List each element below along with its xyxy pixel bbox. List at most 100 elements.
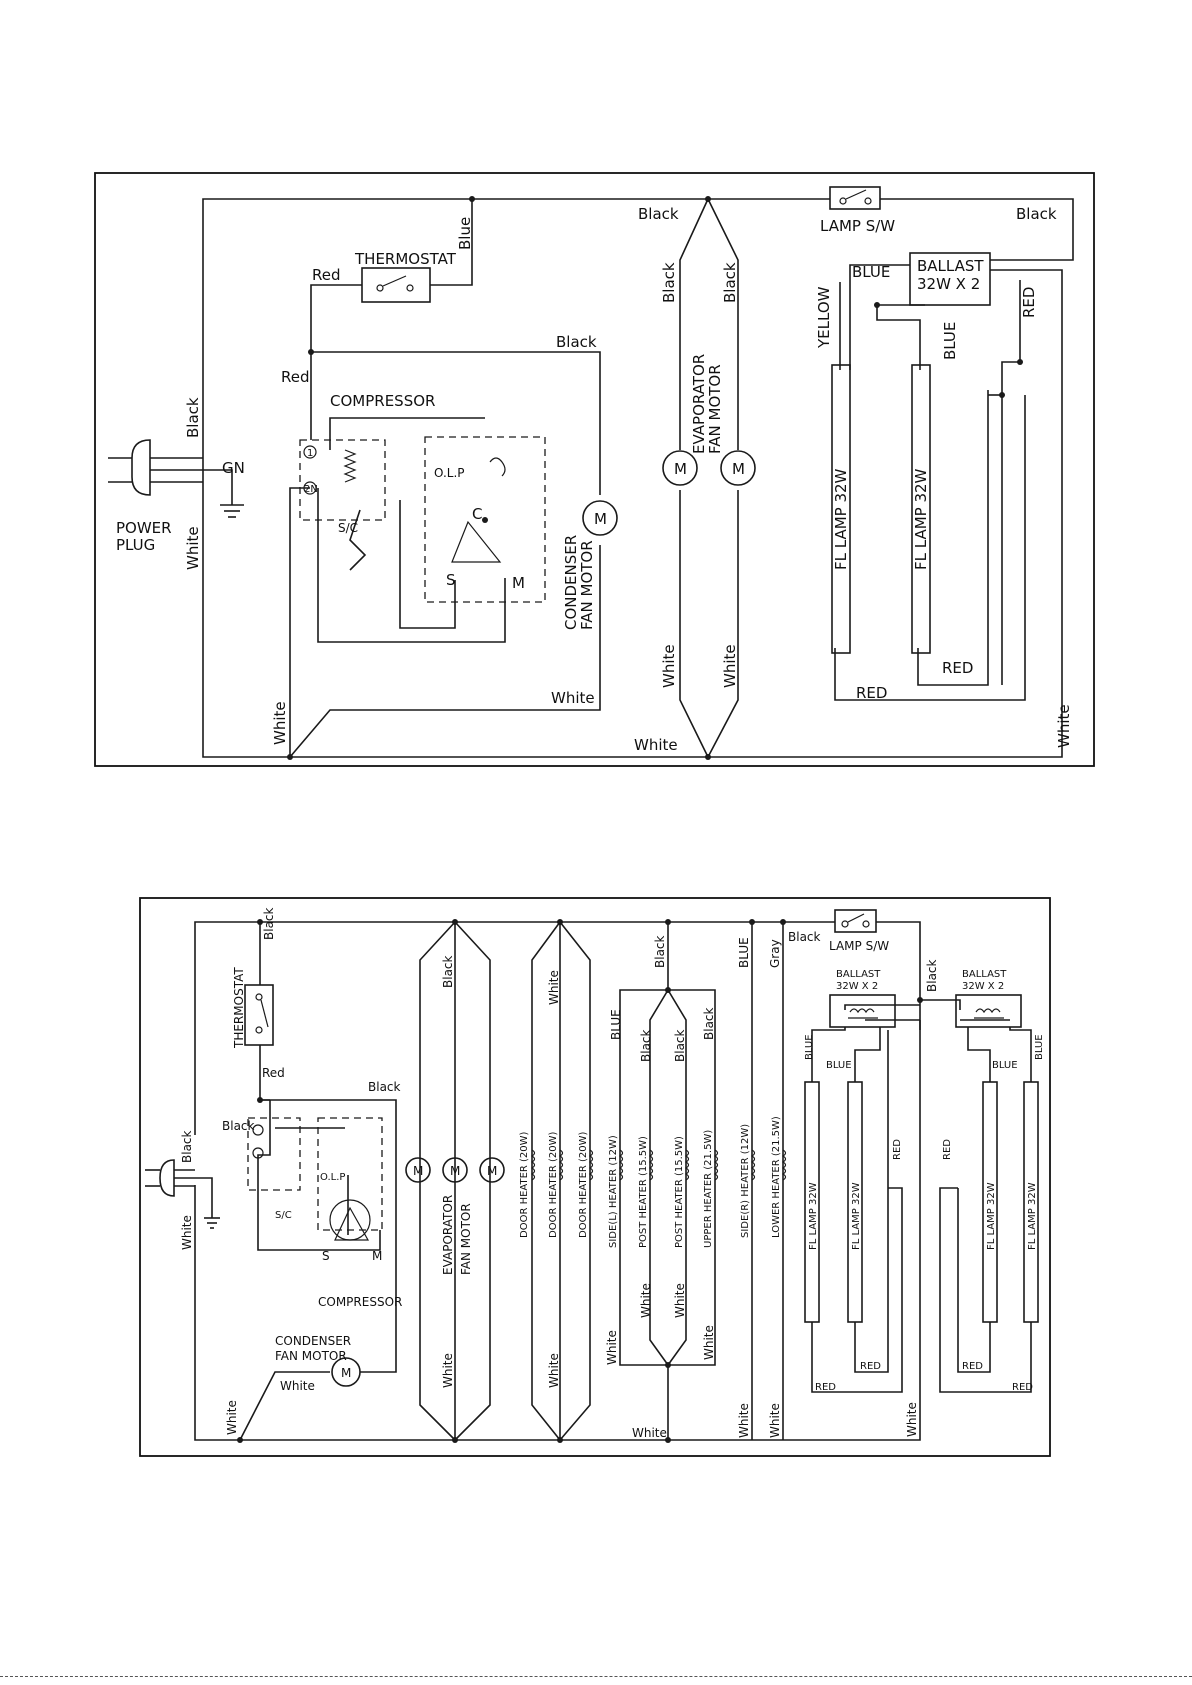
label-sc: S/C [275, 1210, 292, 1221]
ballast-2-left [829, 994, 896, 1028]
label-term-m: M [512, 574, 525, 592]
label-term-s: S [322, 1249, 330, 1263]
label-evap-motor-m-b: M [732, 460, 745, 478]
evaporator-fan-motor-1b [720, 450, 756, 486]
label-door-heater-3: DOOR HEATER (20W) [578, 1131, 589, 1238]
label-black-post-r: Black [673, 1029, 687, 1062]
label-blue-4: BLUE [1034, 1034, 1045, 1060]
ptc-box-2 [247, 1117, 301, 1191]
label-blue-3: BLUE [992, 1060, 1018, 1071]
label-red-4: RED [815, 1382, 836, 1393]
label-white-post-r: White [673, 1283, 687, 1318]
label-post-heater-2: POST HEATER (15.5W) [674, 1136, 685, 1248]
label-condenser-fan-motor-line2: FAN MOTOR [275, 1349, 347, 1363]
diagram-1-labels: Black LAMP S/W Black THERMOSTAT Red Blue… [116, 205, 1073, 754]
label-thermostat: THERMOSTAT [354, 250, 457, 268]
label-red-5: RED [962, 1361, 983, 1372]
fl-lamp-tubes-2 [804, 1027, 1039, 1393]
label-sc: S/C [338, 521, 358, 535]
label-black-lamp: Black [788, 930, 821, 944]
heater-coils [530, 1149, 787, 1181]
label-compressor: COMPRESSOR [330, 392, 435, 410]
label-white-cord: White [180, 1215, 194, 1250]
compressor-2 [247, 1117, 383, 1241]
label-red-outer: RED [856, 684, 887, 702]
label-fl-lamp-1: FL LAMP 32W [832, 468, 850, 570]
ballasts-2 [829, 994, 1022, 1028]
label-fl-lamp-1: FL LAMP 32W [808, 1182, 819, 1250]
label-red-1: RED [892, 1139, 903, 1160]
diagram-2-frame [139, 897, 1051, 1457]
label-red-ballast: RED [1020, 287, 1038, 318]
label-black-top-center: Black [653, 935, 667, 968]
label-white-upper: White [702, 1325, 716, 1360]
label-white-side-l: White [605, 1330, 619, 1365]
label-evap-black: Black [441, 955, 455, 988]
label-evap-m-c: M [487, 1164, 497, 1178]
label-thermostat: THERMOSTAT [232, 967, 246, 1049]
diagram-2: Black THERMOSTAT Red Black Black Black W… [139, 897, 1051, 1457]
label-ballast-line2: 32W X 2 [917, 275, 980, 293]
label-white-right: White [1055, 704, 1073, 748]
label-evap-white: White [441, 1353, 455, 1388]
label-post-heater-1: POST HEATER (15.5W) [638, 1136, 649, 1248]
label-fl-lamp-2: FL LAMP 32W [912, 468, 930, 570]
page-bottom-rule [0, 1676, 1192, 1677]
label-olp: O.L.P [320, 1172, 345, 1183]
label-red-2: RED [942, 1139, 953, 1160]
label-black-upper: Black [702, 1007, 716, 1040]
thermostat-2 [244, 984, 274, 1046]
label-gn: GN [222, 459, 245, 477]
condenser-fan-motor-1 [582, 500, 618, 536]
label-door-white-top: White [547, 970, 561, 1005]
label-evap-black-right: Black [721, 262, 739, 303]
label-olp: O.L.P [434, 466, 465, 480]
label-ballast-right-line2: 32W X 2 [962, 981, 1004, 992]
label-evaporator-fan-motor-line2: FAN MOTOR [459, 1203, 473, 1275]
label-black-cord: Black [180, 1130, 194, 1163]
label-lower-heater: LOWER HEATER (21.5W) [771, 1116, 782, 1238]
label-power-plug-line1: POWER [116, 519, 172, 537]
label-term-c: C [472, 505, 482, 523]
label-evaporator-fan-motor-line2: FAN MOTOR [706, 364, 724, 454]
label-black-thermostat: Black [262, 907, 276, 940]
diagram-2-wires [194, 921, 1010, 1441]
motors-2 [331, 1157, 505, 1387]
condenser-fan-motor-2 [331, 1357, 361, 1387]
label-gray: Gray [768, 939, 782, 968]
label-evaporator-fan-motor-line1: EVAPORATOR [441, 1195, 455, 1275]
label-condenser-fan-motor-line2: FAN MOTOR [578, 540, 596, 630]
label-white-right: White [905, 1402, 919, 1437]
label-black-right: Black [1016, 205, 1057, 223]
label-fl-lamp-4: FL LAMP 32W [1027, 1182, 1038, 1250]
label-evap-white-right: White [721, 644, 739, 688]
diagram-1-wires [202, 198, 1074, 758]
fl-lamp-tubes-1 [831, 364, 931, 654]
label-ballast-right-line1: BALLAST [962, 969, 1007, 980]
label-evap-white-left: White [660, 644, 678, 688]
label-fl-lamp-3: FL LAMP 32W [986, 1182, 997, 1250]
compressor-box-1 [424, 436, 546, 603]
label-white-side-r: White [737, 1403, 751, 1438]
label-black-top: Black [638, 205, 679, 223]
compressor-1 [299, 436, 546, 603]
label-condenser-motor-m: M [594, 510, 607, 528]
label-condenser-motor-m: M [341, 1366, 351, 1380]
junctions-2 [237, 919, 923, 1443]
label-red-3: RED [860, 1361, 881, 1372]
fl-lamp-tube-2 [911, 364, 931, 654]
label-black-compressor: Black [222, 1119, 255, 1133]
label-white-bottom: White [632, 1426, 667, 1440]
label-red-top: Red [312, 266, 341, 284]
fl-lamp-tube-1 [831, 364, 851, 654]
ballast-2-right [955, 994, 1022, 1028]
label-yellow: YELLOW [815, 286, 833, 349]
ptc-box-1 [299, 439, 386, 521]
lamp-switch-1 [829, 186, 881, 210]
label-compressor: COMPRESSOR [318, 1295, 402, 1309]
label-lamp-sw: LAMP S/W [829, 939, 889, 953]
label-blue-ballast: BLUE [852, 263, 890, 281]
label-white-left: White [271, 701, 289, 745]
label-term-2n: 2N [304, 484, 318, 495]
